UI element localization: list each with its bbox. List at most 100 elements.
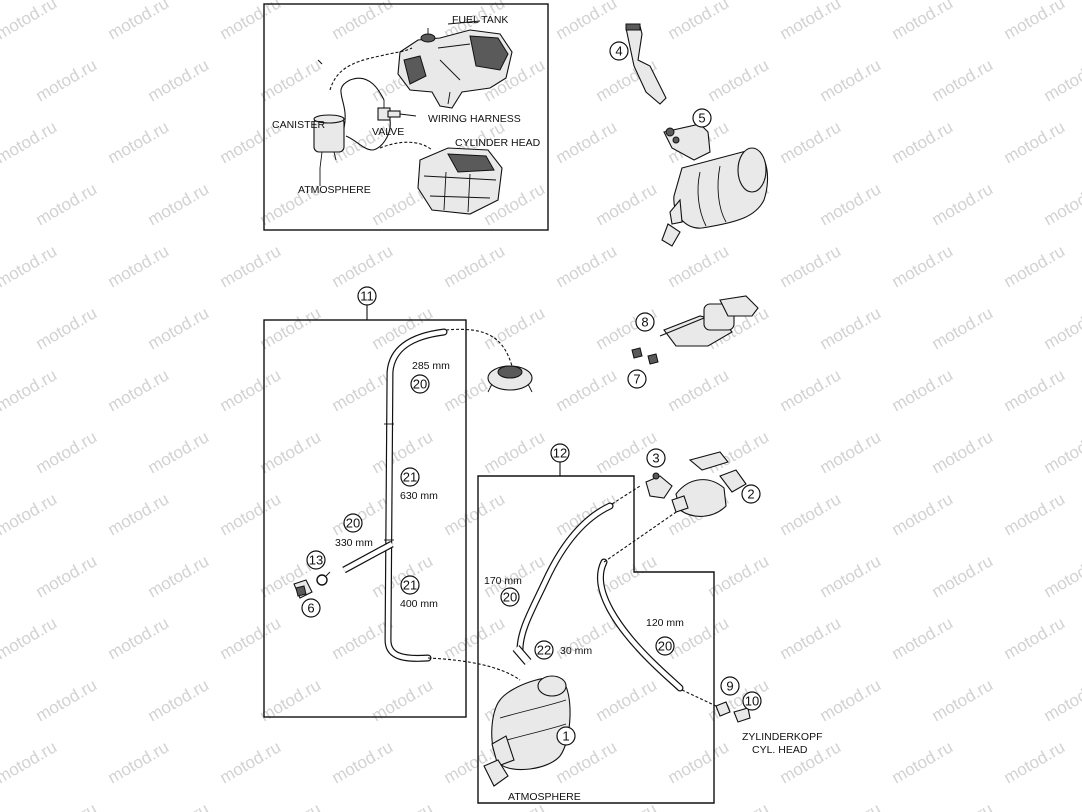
watermark-text: motod.ru [889, 613, 957, 663]
watermark-text: motod.ru [0, 117, 60, 167]
watermark-text: motod.ru [145, 675, 213, 725]
watermark-text: motod.ru [33, 675, 101, 725]
measurement-400mm: 400 mm [400, 598, 438, 610]
watermark-text: motod.ru [1041, 55, 1082, 105]
watermark-text: motod.ru [553, 117, 621, 167]
watermark-text: motod.ru [217, 365, 285, 415]
inset-schematic: FUEL TANK CANISTER VALVE WIRING HARNESS … [263, 3, 549, 231]
watermark-text: motod.ru [1041, 179, 1082, 229]
part-13-clamp-drawing [316, 571, 331, 586]
cylinder-head-label: CYLINDER HEAD [455, 137, 541, 149]
rollover-valve-drawing [487, 365, 533, 393]
svg-text:20: 20 [413, 377, 427, 392]
group-12-frame [477, 462, 715, 804]
svg-text:20: 20 [503, 590, 517, 605]
watermark-text: motod.ru [929, 55, 997, 105]
part-8-valve-drawing [659, 295, 759, 347]
svg-text:21: 21 [403, 578, 417, 593]
watermark-text: motod.ru [257, 675, 325, 725]
watermark-text: motod.ru [369, 551, 437, 601]
watermark-text: motod.ru [217, 489, 285, 539]
watermark-text: motod.ru [1001, 365, 1069, 415]
watermark-text: motod.ru [0, 737, 60, 787]
watermark-text: motod.ru [105, 0, 173, 43]
callout-21a: 21 [400, 467, 420, 487]
watermark-text: motod.ru [33, 551, 101, 601]
callout-20c: 20 [500, 587, 520, 607]
watermark-text: motod.ru [553, 241, 621, 291]
watermark-text: motod.ru [889, 365, 957, 415]
watermark-text: motod.ru [777, 117, 845, 167]
watermark-text: motod.ru [441, 489, 509, 539]
watermark-text: motod.ru [705, 55, 773, 105]
watermark-text: motod.ru [257, 303, 325, 353]
part-9-drawing [715, 701, 731, 717]
watermark-text: motod.ru [0, 0, 60, 43]
callout-2: 2 [741, 484, 761, 504]
canister-label: CANISTER [272, 119, 326, 131]
watermark-text: motod.ru [889, 117, 957, 167]
watermark-text: motod.ru [1001, 241, 1069, 291]
watermark-text: motod.ru [777, 241, 845, 291]
callout-1: 1 [556, 726, 576, 746]
watermark-text: motod.ru [889, 241, 957, 291]
watermark-text: motod.ru [0, 365, 60, 415]
watermark-text: motod.ru [817, 675, 885, 725]
cyl-head-label: CYL. HEAD [752, 744, 808, 756]
watermark-text: motod.ru [777, 365, 845, 415]
watermark-text: motod.ru [481, 427, 549, 477]
measurement-630mm: 630 mm [400, 490, 438, 502]
watermark-text: motod.ru [1041, 799, 1082, 812]
watermark-text: motod.ru [1001, 0, 1069, 43]
measurement-170mm: 170 mm [484, 575, 522, 587]
watermark-text: motod.ru [929, 179, 997, 229]
valve-label: VALVE [372, 126, 404, 138]
svg-text:20: 20 [658, 639, 672, 654]
callout-markers: 4 5 11 8 7 20 12 3 21 2 20 13 21 20 6 20… [301, 41, 762, 746]
watermark-text: motod.ru [369, 799, 437, 812]
callout-6: 6 [301, 598, 321, 618]
part-2-valve-drawing [671, 451, 747, 517]
callout-7: 7 [627, 369, 647, 389]
watermark-text: motod.ru [777, 613, 845, 663]
atmosphere-label: ATMOSPHERE [508, 791, 581, 803]
watermark-text: motod.ru [257, 799, 325, 812]
watermark-text: motod.ru [0, 489, 60, 539]
watermark-text: motod.ru [217, 241, 285, 291]
watermark-text: motod.ru [889, 0, 957, 43]
measurement-330mm: 330 mm [335, 537, 373, 549]
watermark-text: motod.ru [817, 799, 885, 812]
watermark-text: motod.ru [665, 241, 733, 291]
wiring-harness-label: WIRING HARNESS [428, 113, 521, 125]
watermark-text: motod.ru [369, 675, 437, 725]
callout-8: 8 [635, 312, 655, 332]
watermark-text: motod.ru [929, 303, 997, 353]
svg-text:11: 11 [360, 289, 374, 304]
watermark-text: motod.ru [1041, 675, 1082, 725]
hose-assembly-12 [512, 485, 717, 707]
svg-text:3: 3 [652, 451, 659, 466]
watermark-text: motod.ru [1041, 551, 1082, 601]
watermark-text: motod.ru [593, 799, 661, 812]
svg-text:8: 8 [641, 315, 648, 330]
callout-22: 22 [534, 640, 554, 660]
zylinderkopf-label: ZYLINDERKOPF [742, 731, 823, 743]
watermark-text: motod.ru [929, 675, 997, 725]
watermark-text: motod.ru [105, 737, 173, 787]
watermark-text: motod.ru [145, 303, 213, 353]
watermark-text: motod.ru [145, 427, 213, 477]
watermark-text: motod.ru [929, 427, 997, 477]
group-11-frame [263, 305, 467, 718]
watermark-text: motod.ru [441, 241, 509, 291]
svg-text:1: 1 [562, 729, 569, 744]
watermark-text: motod.ru [105, 613, 173, 663]
measurement-30mm: 30 mm [560, 645, 592, 657]
callout-20d: 20 [655, 636, 675, 656]
watermark-text: motod.ru [553, 489, 621, 539]
watermark-text: motod.ru [257, 55, 325, 105]
watermark-text: motod.ru [705, 427, 773, 477]
watermark-text: motod.ru [1001, 613, 1069, 663]
watermark-text: motod.ru [593, 179, 661, 229]
watermark-text: motod.ru [1001, 737, 1069, 787]
